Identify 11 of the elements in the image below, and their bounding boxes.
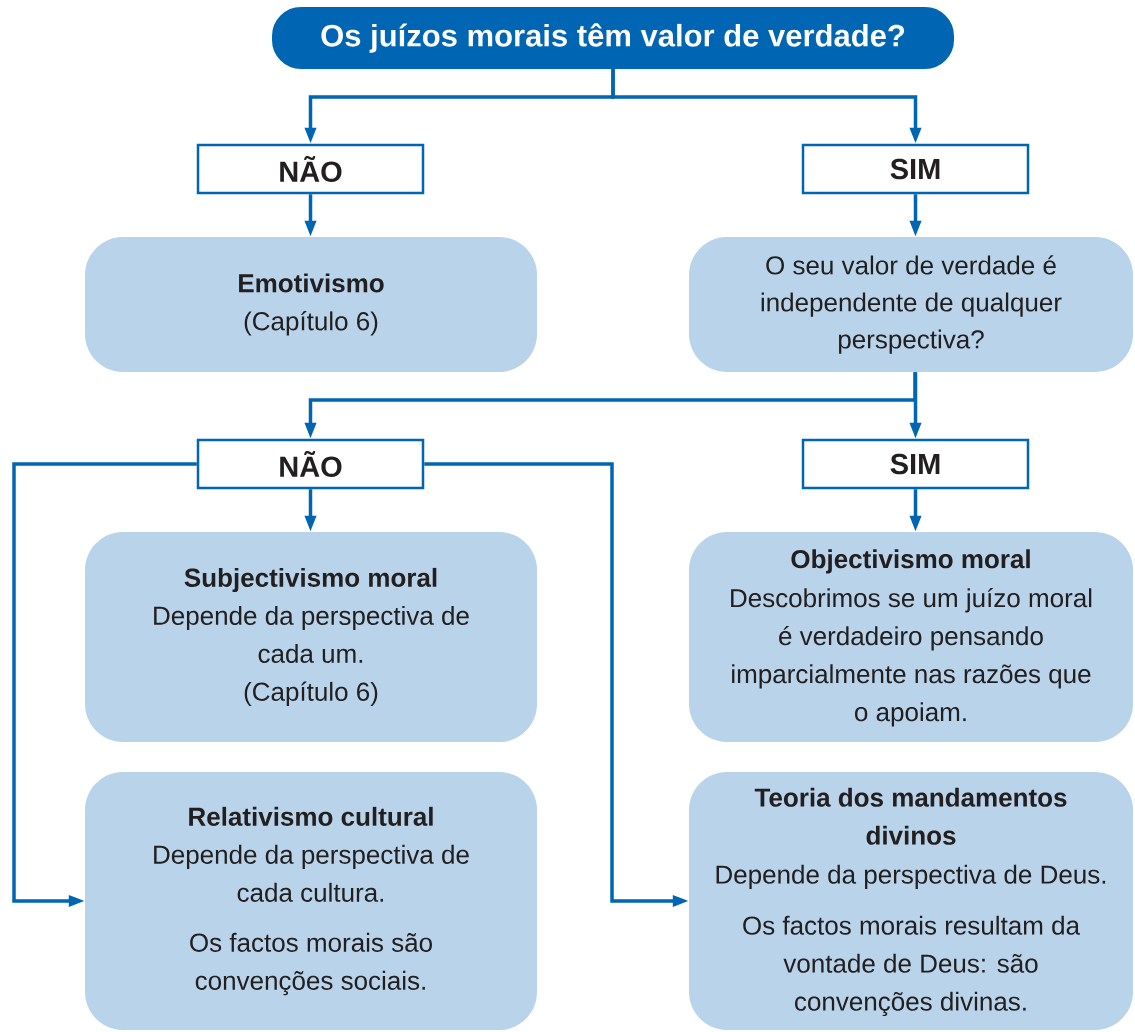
answer-box: NÃO bbox=[196, 438, 425, 490]
answer-box: NÃO bbox=[196, 143, 425, 195]
theory-box: Subjectivismo moral Depende da perspectiva de cada um. (Capítulo 6) bbox=[85, 532, 537, 742]
theory-box: Objectivismo moral Descobrimos se um juízo moral é verdadeiro pensando imparcialmente nas razões que o apoiam. bbox=[689, 532, 1133, 742]
theory-box: Teoria dos mandamentos divinos Depende da perspectiva de Deus. Os factos morais resultam da vontade de Deus: são convenções divinas. bbox=[689, 772, 1133, 1030]
answer-box: SIM bbox=[801, 438, 1030, 490]
question-box: Os juízos morais têm valor de verdade? bbox=[272, 7, 954, 69]
question-box: O seu valor de verdade é independente de qualquer perspectiva? bbox=[689, 237, 1133, 372]
answer-box: SIM bbox=[801, 143, 1030, 195]
theory-box: Relativismo cultural Depende da perspectiva de cada cultura. Os factos morais são convenções sociais. bbox=[85, 772, 537, 1030]
theory-box: Emotivismo (Capítulo 6) bbox=[85, 237, 537, 372]
